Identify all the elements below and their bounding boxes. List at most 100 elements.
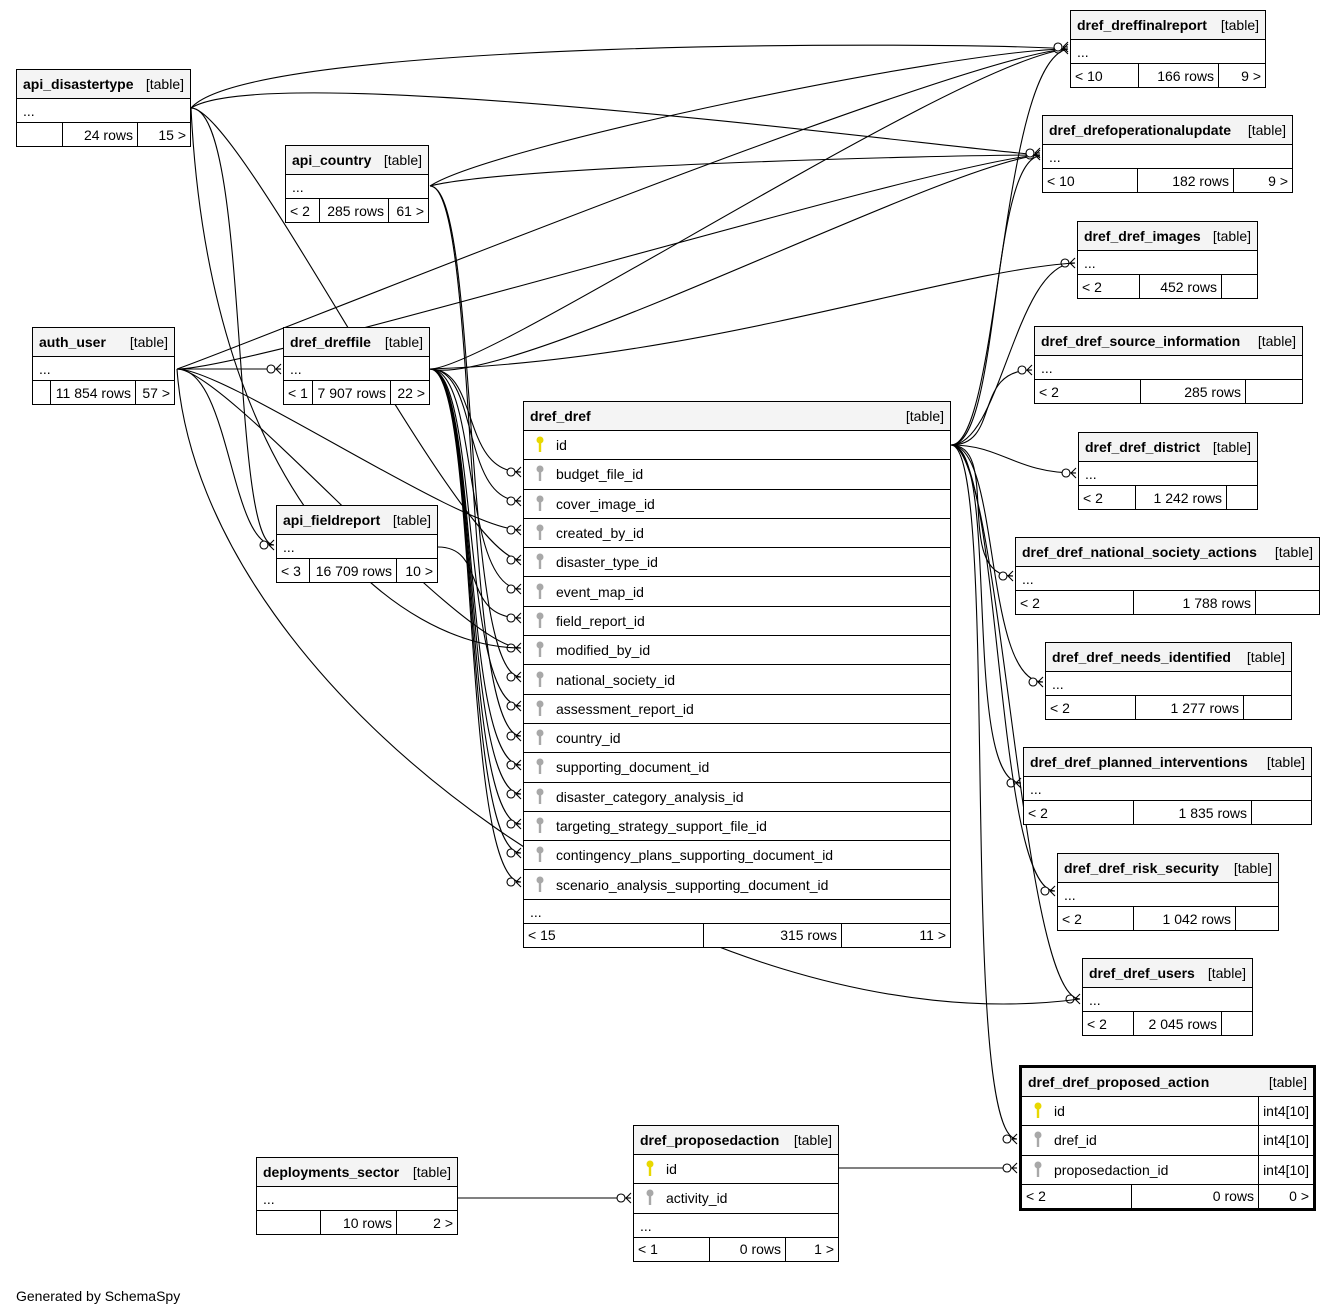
relationship-line [429,154,1041,187]
table-dref-dref-source-information[interactable]: dref_dref_source_information[table] ... … [1034,326,1303,404]
column-row[interactable]: budget_file_id [524,460,950,490]
parent-count [257,1211,321,1234]
column-name: disaster_category_analysis_id [556,788,744,805]
column-row[interactable]: scenario_analysis_supporting_document_id [524,870,950,900]
column-row[interactable]: id [634,1155,838,1185]
column-row[interactable]: targeting_strategy_support_file_id [524,812,950,842]
table-header: auth_user[table] [33,328,174,357]
ellipsis-row: ... [1083,988,1252,1012]
table-type: [table] [1246,649,1285,665]
ellipsis-row: ... [1079,462,1257,486]
child-count: 1 > [814,1241,834,1258]
table-header: dref_dref_images[table] [1078,222,1257,251]
crowfoot-marker [1017,364,1033,376]
child-count [1256,591,1319,614]
column-name: id [1054,1103,1065,1120]
crowfoot-marker [506,730,522,742]
column-row[interactable]: national_society_id [524,665,950,695]
column-row[interactable]: event_map_id [524,577,950,607]
table-name: dref_dref_planned_interventions [1030,754,1248,770]
ellipsis-row: ... [17,99,190,123]
row-count: 1 788 rows [1134,591,1256,614]
column-row[interactable]: cover_image_id [524,490,950,519]
child-count: 15 > [158,126,186,143]
relationship-line [950,444,1077,474]
crowfoot-marker [1053,41,1069,53]
relationship-line [429,368,522,590]
table-dref-dref-planned-interventions[interactable]: dref_dref_planned_interventions[table] .… [1023,747,1312,825]
relationship-line [429,185,522,678]
column-row[interactable]: country_id [524,724,950,754]
foreign-key-icon [530,553,550,571]
column-row[interactable]: disaster_category_analysis_id [524,783,950,812]
table-dref-dref-national-society-actions[interactable]: dref_dref_national_society_actions[table… [1015,537,1320,615]
primary-key-icon [1028,1102,1048,1120]
relationship-line [950,369,1033,446]
crowfoot-marker [998,570,1014,582]
ellipsis-row: ... [1071,40,1265,64]
column-row[interactable]: field_report_id [524,607,950,637]
relationship-line [437,546,522,619]
table-header: dref_dref_planned_interventions[table] [1024,748,1311,777]
parent-count: < 2 [1022,1184,1132,1208]
column-row[interactable]: disaster_type_id [524,548,950,578]
child-count: 22 > [397,384,425,401]
table-name: api_fieldreport [283,512,381,528]
row-count: 0 rows [710,1237,786,1261]
column-name: id [666,1161,677,1178]
column-row[interactable]: modified_by_id [524,636,950,666]
table-type: [table] [905,408,944,424]
relationship-line [176,368,522,531]
table-name: dref_dref_users [1089,965,1195,981]
row-count: 166 rows [1139,64,1219,87]
crowfoot-marker [506,818,522,830]
crowfoot-marker [506,524,522,536]
relationship-line [950,444,1014,577]
column-type: int4[10] [1258,1126,1313,1155]
row-count: 0 rows [1132,1184,1259,1208]
column-row[interactable]: supporting_document_id [524,753,950,783]
table-type: [table] [1274,544,1313,560]
table-dref-dref-needs-identified[interactable]: dref_dref_needs_identified[table] ... < … [1045,642,1292,720]
crowfoot-marker [1061,467,1077,479]
column-row[interactable]: activity_id [634,1184,838,1214]
column-name: id [556,437,567,454]
column-row[interactable]: id [524,431,950,461]
foreign-key-icon [530,495,550,513]
column-name: scenario_analysis_supporting_document_id [556,876,829,893]
relationship-line [176,368,275,546]
table-type: [table] [1212,439,1251,455]
table-dref-drefoperationalupdate[interactable]: dref_drefoperationalupdate[table] ... < … [1042,115,1293,193]
table-name: deployments_sector [263,1164,400,1180]
crowfoot-marker [506,700,522,712]
table-header: dref_dref_source_information[table] [1035,327,1302,356]
table-dref-proposedaction[interactable]: dref_proposedaction[table] id activity_i… [633,1125,839,1262]
child-count: 9 > [1268,172,1288,189]
column-row[interactable]: assessment_report_id [524,695,950,724]
relationship-line [429,154,1041,371]
table-type: [table] [793,1132,832,1148]
table-header: api_country[table] [286,146,428,175]
column-row[interactable]: contingency_plans_supporting_document_id [524,841,950,871]
column-row[interactable]: created_by_id [524,519,950,549]
